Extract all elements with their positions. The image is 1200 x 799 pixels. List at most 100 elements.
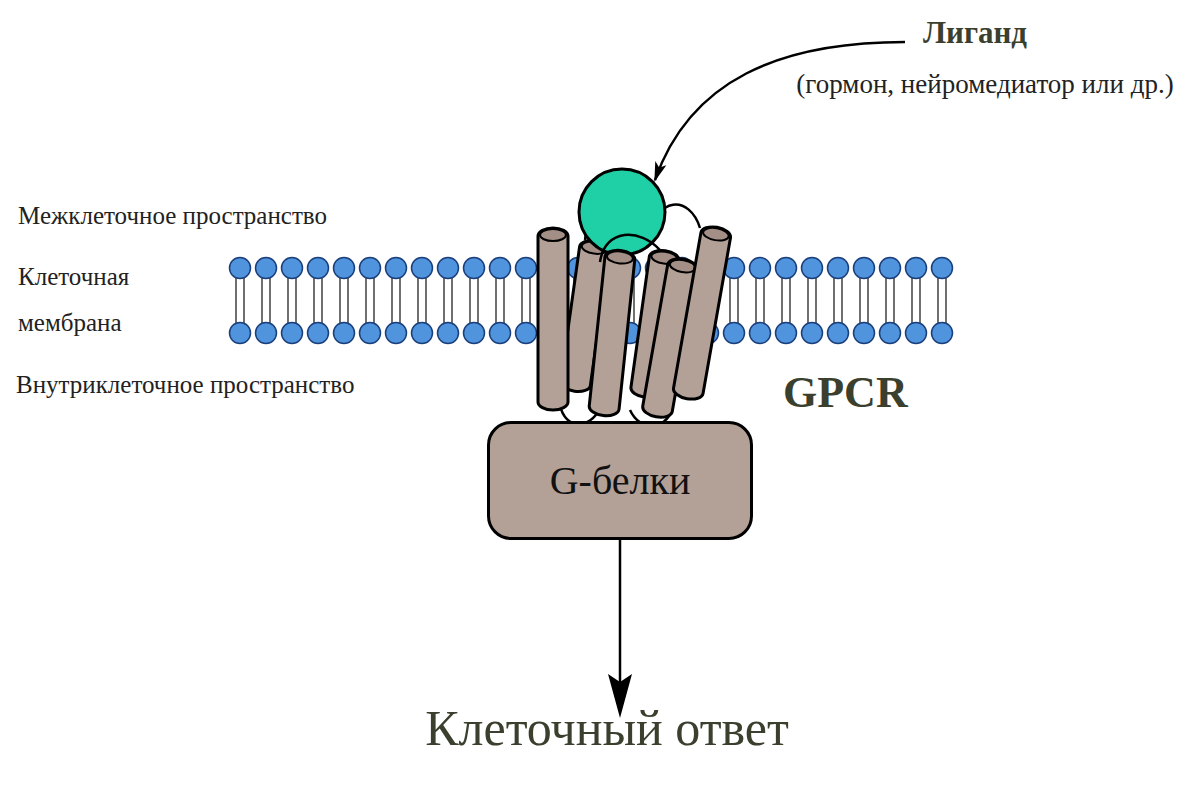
receptor-helix — [672, 225, 732, 402]
lipid-head — [360, 323, 381, 344]
lipid-tail — [425, 276, 426, 325]
lipid-tail — [495, 276, 496, 325]
protein-box: G-белки — [487, 421, 753, 540]
lipid-head — [516, 323, 537, 344]
lipid-head — [906, 323, 927, 344]
lipid-head — [490, 323, 511, 344]
receptor-node: GPCR — [500, 160, 940, 425]
lipid-head — [412, 258, 433, 279]
lipid-tail — [893, 276, 894, 325]
lipid-tail — [469, 276, 470, 325]
lipid-tail — [729, 276, 730, 325]
lipid-head — [308, 258, 329, 279]
lipid-head — [308, 323, 329, 344]
lipid-head — [750, 323, 771, 344]
lipid-head — [256, 323, 277, 344]
lipid-head — [880, 323, 901, 344]
lipid-tail — [347, 276, 348, 325]
lipid-tail — [339, 276, 340, 325]
lipid-head — [412, 323, 433, 344]
lipid-tail — [755, 276, 756, 325]
lipid-tail — [451, 276, 452, 325]
label-box: Клеточная мембрана — [18, 254, 193, 347]
lipid-head — [516, 258, 537, 279]
lipid-head — [490, 258, 511, 279]
lipid-head — [724, 323, 745, 344]
region-label: Внутриклеточное пространство — [16, 369, 516, 400]
lipid-head — [464, 323, 485, 344]
lipid-tail — [399, 276, 400, 325]
lipid-tail — [443, 276, 444, 325]
lipid-tail — [235, 276, 236, 325]
lipid-head — [282, 258, 303, 279]
lipid-tail — [789, 276, 790, 325]
lipid-head — [256, 258, 277, 279]
ligand-label: Лиганд — [880, 14, 1070, 53]
lipid-head — [386, 258, 407, 279]
lipid-tail — [945, 276, 946, 325]
receptor-name: GPCR — [783, 368, 940, 419]
flow-arrow — [619, 540, 622, 696]
lipid-head — [438, 258, 459, 279]
lipid-tail — [261, 276, 262, 325]
lipid-tail — [841, 276, 842, 325]
lipid-tail — [287, 276, 288, 325]
lipid-head — [776, 258, 797, 279]
label-box: Внутриклеточное пространство — [16, 369, 516, 400]
lipid-head — [334, 258, 355, 279]
lipid-tail — [365, 276, 366, 325]
ligand-label: (гормон, нейромедиатор или др.) — [790, 68, 1180, 102]
lipid-head — [932, 323, 953, 344]
lipid-tail — [417, 276, 418, 325]
lipid-head — [776, 323, 797, 344]
lipid-tail — [373, 276, 374, 325]
lipid-head — [438, 323, 459, 344]
lipid-tail — [911, 276, 912, 325]
lipid-head — [386, 323, 407, 344]
lipid-head — [906, 258, 927, 279]
lipid-head — [360, 258, 381, 279]
ligand-leader-arrow — [655, 42, 905, 180]
lipid-tail — [391, 276, 392, 325]
lipid-tail — [269, 276, 270, 325]
lipid-tail — [295, 276, 296, 325]
lipid-head — [828, 258, 849, 279]
lipid-head — [802, 323, 823, 344]
lipid-tail — [807, 276, 808, 325]
lipid-tail — [859, 276, 860, 325]
lipid-tail — [763, 276, 764, 325]
lipid-head — [282, 323, 303, 344]
lipid-tail — [919, 276, 920, 325]
lipid-head — [802, 258, 823, 279]
region-label: Клеточная мембрана — [18, 254, 193, 347]
label-box: Лиганд — [880, 14, 1070, 53]
lipid-tail — [815, 276, 816, 325]
label-box: Межклеточное пространство — [18, 200, 518, 231]
receptor-helix — [538, 228, 568, 410]
lipid-tail — [833, 276, 834, 325]
lipid-head — [464, 258, 485, 279]
response-node: Клеточный ответ — [425, 700, 789, 758]
lipid-tail — [937, 276, 938, 325]
lipid-head — [230, 258, 251, 279]
lipid-tail — [521, 276, 522, 325]
lipid-head — [750, 258, 771, 279]
lipid-head — [334, 323, 355, 344]
lipid-tail — [867, 276, 868, 325]
lipid-head — [854, 323, 875, 344]
lipid-tail — [781, 276, 782, 325]
lipid-tail — [885, 276, 886, 325]
lipid-head — [880, 258, 901, 279]
lipid-tail — [737, 276, 738, 325]
lipid-tail — [321, 276, 322, 325]
region-label: Межклеточное пространство — [18, 200, 518, 231]
label-box: (гормон, нейромедиатор или др.) — [790, 68, 1180, 102]
receptor-helix — [588, 249, 635, 417]
lipid-head — [932, 258, 953, 279]
lipid-tail — [529, 276, 530, 325]
lipid-tail — [503, 276, 504, 325]
lipid-head — [230, 323, 251, 344]
lipid-tail — [477, 276, 478, 325]
lipid-head — [828, 323, 849, 344]
